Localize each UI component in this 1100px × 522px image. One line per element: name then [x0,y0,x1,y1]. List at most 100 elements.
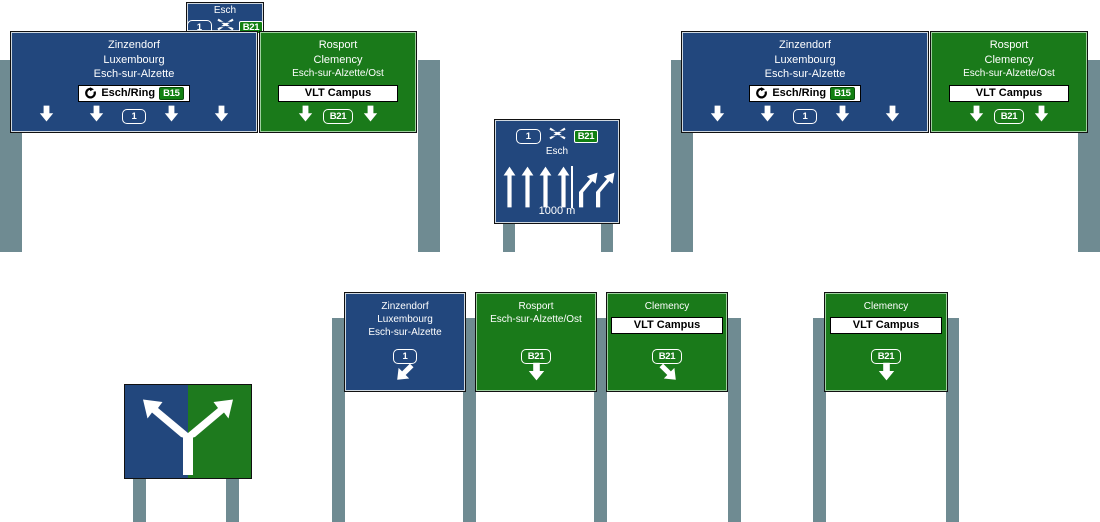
bottom-sign-3-post [594,318,607,522]
lane-badge-b21: B21 [322,108,354,124]
destination-line: Luxembourg [103,53,165,66]
gantry-right-green-panel[interactable]: Rosport Clemency Esch-sur-Alzette/Ost VL… [930,31,1088,133]
interchange-crossing-icon [216,18,235,36]
bottom-arrow-row [607,362,727,386]
bottom-sign-3-post-right [728,318,741,522]
destination-line: Clemency [863,301,909,312]
interchange-crossing-icon [548,127,567,145]
destination-line: Clemency [313,53,363,66]
esch-ring-plate[interactable]: Esch/Ring B15 [78,85,190,102]
bottom-destinations: Clemency [607,300,727,313]
lane-badge-1: 1 [121,108,147,124]
gantry-left-post-right [418,60,440,252]
bottom-sign-4-post-left [813,318,826,522]
lane-arrows-straight [503,166,570,213]
blue-plate-row: Esch/Ring B15 [11,85,257,105]
vlt-campus-plate[interactable]: VLT Campus [278,85,398,102]
gantry-right-blue-panel[interactable]: Zinzendorf Luxembourg Esch-sur-Alzette E… [681,31,929,133]
lane-diagram-sign[interactable]: 1 B21 Esch [494,119,620,224]
down-left-arrow-icon [396,362,415,386]
gantry-left-blue-panel[interactable]: Zinzendorf Luxembourg Esch-sur-Alzette E… [10,31,258,133]
fork-sign-post-right [226,478,239,522]
lane-sign-header-label: Esch [545,146,569,157]
bottom-sign-clemency-solo[interactable]: Clemency VLT Campus B21 [824,292,948,392]
bottom-sign-zinzendorf[interactable]: Zinzendorf Luxembourg Esch-sur-Alzette 1 [344,292,466,392]
destination-line: Esch-sur-Alzette [93,68,175,80]
blue-destinations: Zinzendorf Luxembourg Esch-sur-Alzette [682,38,928,82]
route-shield-b15: B15 [830,87,855,100]
bottom-plate-row: VLT Campus [607,315,727,334]
lane-sign-distance: 1000 m [538,205,576,217]
lane-sign-post-left [503,222,515,252]
destination-line: Clemency [644,301,690,312]
lane-badge-b21: B21 [651,349,683,364]
lane-badge-1: 1 [792,108,818,124]
up-arrow-icon [503,166,516,213]
down-arrow-icon [196,105,246,127]
lane-sign-post-right [601,222,613,252]
bottom-destinations: Zinzendorf Luxembourg Esch-sur-Alzette [345,300,465,339]
ring-road-icon [84,87,97,100]
blue-lane-arrow-row: 1 [11,105,257,127]
down-arrow-icon [72,105,122,127]
down-arrow-icon [743,105,793,127]
destination-line: Clemency [984,53,1034,66]
fork-split-sign[interactable] [124,384,252,479]
green-plate-row: VLT Campus [260,83,416,102]
down-arrow-icon [693,105,743,127]
bottom-badge-row: B21 [607,346,727,364]
vlt-campus-plate[interactable]: VLT Campus [611,317,723,334]
green-lane-arrow-row: B21 [260,105,416,127]
blue-destinations: Zinzendorf Luxembourg Esch-sur-Alzette [11,38,257,82]
ring-road-icon [755,87,768,100]
blue-lane-arrow-row: 1 [682,105,928,127]
up-arrow-icon [557,166,570,213]
down-arrow-icon [867,105,917,127]
fork-split-arrow-icon [143,399,233,475]
gantry-left-topper-sign[interactable]: Esch 1 B21 [186,2,264,35]
destination-line: Esch-sur-Alzette/Ost [490,314,582,325]
lane-divider [571,166,573,208]
down-arrow-icon [969,105,984,127]
destination-line: Zinzendorf [381,301,429,312]
down-arrow-icon [22,105,72,127]
lane-sign-route-badge-1: 1 [515,128,541,144]
bottom-destinations: Clemency [825,300,947,313]
lane-sign-badge-row: 1 B21 [495,127,619,145]
esch-ring-plate[interactable]: Esch/Ring B15 [749,85,861,102]
down-arrow-icon [298,105,313,127]
bottom-sign-clemency[interactable]: Clemency VLT Campus B21 [606,292,728,392]
destination-line: Rosport [989,39,1029,51]
destination-line: Esch-sur-Alzette [764,68,846,80]
destination-line: Rosport [518,301,554,312]
lane-arrows-exit [577,166,617,213]
bottom-sign-2-post [463,318,476,522]
down-arrow-icon [363,105,378,127]
down-arrow-icon [528,362,545,386]
esch-ring-label: Esch/Ring [772,87,827,99]
destination-line: Esch-sur-Alzette/Ost [963,68,1055,79]
green-destinations: Rosport Clemency Esch-sur-Alzette/Ost [260,38,416,80]
down-arrow-icon [878,362,895,386]
bottom-arrow-row [345,362,465,386]
destination-line: Rosport [318,39,358,51]
gantry-left-green-panel[interactable]: Rosport Clemency Esch-sur-Alzette/Ost VL… [259,31,417,133]
green-plate-row: VLT Campus [931,83,1087,102]
bottom-plate-row: VLT Campus [825,315,947,334]
bottom-sign-rosport[interactable]: Rosport Esch-sur-Alzette/Ost B21 [475,292,597,392]
blue-plate-row: Esch/Ring B15 [682,85,928,105]
bottom-badge-row: 1 [345,346,465,364]
esch-ring-label: Esch/Ring [101,87,156,99]
green-destinations: Rosport Clemency Esch-sur-Alzette/Ost [931,38,1087,80]
down-arrow-icon [146,105,196,127]
green-lane-arrow-row: B21 [931,105,1087,127]
vlt-campus-plate[interactable]: VLT Campus [949,85,1069,102]
up-arrow-icon [521,166,534,213]
destination-line: Zinzendorf [779,39,831,51]
fork-sign-post-left [133,478,146,522]
vlt-campus-plate[interactable]: VLT Campus [830,317,942,334]
bottom-sign-1-post [332,318,345,522]
destination-line: Esch-sur-Alzette/Ost [292,68,384,79]
destination-line: Luxembourg [377,314,433,325]
